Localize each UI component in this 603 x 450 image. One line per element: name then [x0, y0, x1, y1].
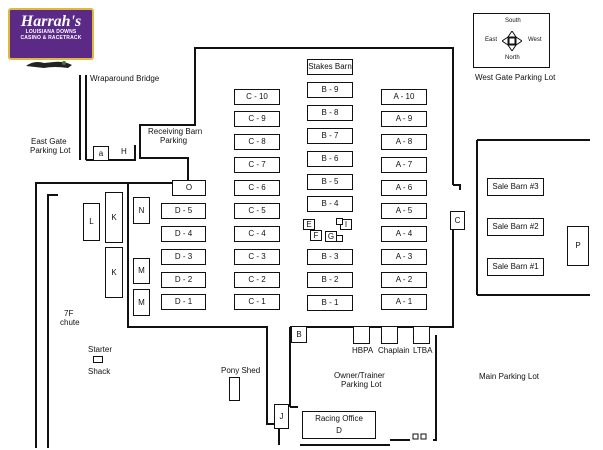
barn-a-1: A - 1	[381, 294, 427, 310]
barn-small-square-2	[336, 235, 343, 242]
west-gate-lot-label: West Gate Parking Lot	[475, 73, 556, 82]
barn-b-2: B - 2	[307, 272, 353, 288]
racing-office: Racing Office D	[302, 411, 376, 439]
barn-n: N	[133, 197, 150, 224]
main-parking-lot-label: Main Parking Lot	[479, 372, 540, 381]
barn-small-square-1	[336, 218, 343, 225]
barn-a-small: a	[93, 146, 109, 161]
barn-b-9: B - 9	[307, 82, 353, 98]
hbpa-building	[353, 326, 370, 344]
barn-b-5: B - 5	[307, 174, 353, 190]
barn-l: L	[83, 203, 100, 241]
barn-c-10: C - 10	[234, 89, 280, 105]
barn-c-8: C - 8	[234, 134, 280, 150]
barn-b-7: B - 7	[307, 128, 353, 144]
hbpa-label: HBPA	[352, 346, 374, 355]
racing-office-label: Racing Office	[315, 414, 363, 423]
east-gate-label-1: East Gate	[31, 137, 67, 146]
barn-b-6: B - 6	[307, 151, 353, 167]
chute-label-1: 7F	[64, 309, 74, 318]
barn-c-3: C - 3	[234, 249, 280, 265]
barn-a-8: A - 8	[381, 134, 427, 150]
barn-k-2: K	[105, 247, 123, 298]
barn-c-6: C - 6	[234, 180, 280, 196]
barn-p: P	[567, 226, 589, 266]
east-gate-label-2: Parking Lot	[30, 146, 71, 155]
gate-c: C	[450, 211, 465, 230]
barn-o: O	[172, 180, 206, 196]
compass-legend: South North East West	[473, 13, 550, 68]
receiving-barn-label-2: Parking	[160, 136, 188, 145]
barn-c-9: C - 9	[234, 111, 280, 127]
barn-d-3: D - 3	[161, 249, 206, 265]
ltba-building	[413, 326, 430, 344]
gate-j: J	[274, 404, 289, 429]
compass-west: West	[528, 37, 542, 43]
barn-b-3: B - 3	[307, 249, 353, 265]
barn-c-7: C - 7	[234, 157, 280, 173]
sale-barn-3: Sale Barn #3	[487, 178, 544, 196]
wraparound-bridge-label: Wraparound Bridge	[90, 74, 160, 83]
barn-a-3: A - 3	[381, 249, 427, 265]
compass-north: North	[505, 55, 520, 61]
barn-k-1: K	[105, 192, 123, 243]
horse-icon	[26, 61, 72, 68]
barn-b-8: B - 8	[307, 105, 353, 121]
ltba-label: LTBA	[413, 346, 433, 355]
chute-label-2: chute	[60, 318, 80, 327]
barn-b-1: B - 1	[307, 295, 353, 311]
barn-f: F	[310, 230, 322, 241]
owner-trainer-lot-label-2: Parking Lot	[341, 380, 382, 389]
sale-barn-2: Sale Barn #2	[487, 218, 544, 236]
compass-east: East	[485, 37, 498, 43]
starter-shack-label-2: Shack	[88, 367, 111, 376]
logo-subtitle: LOUISIANA DOWNS	[25, 29, 77, 35]
gate-b: B	[291, 326, 307, 343]
chaplain-label: Chaplain	[378, 346, 410, 355]
chaplain-building	[381, 326, 398, 344]
barn-c-2: C - 2	[234, 272, 280, 288]
logo-brand: Harrah's	[20, 13, 82, 30]
gate-icon	[412, 433, 427, 440]
barn-a-4: A - 4	[381, 226, 427, 242]
barn-m-2: M	[133, 289, 150, 316]
barn-a-7: A - 7	[381, 157, 427, 173]
barn-b-4: B - 4	[307, 196, 353, 212]
barn-d-5: D - 5	[161, 203, 206, 219]
barn-a-5: A - 5	[381, 203, 427, 219]
owner-trainer-lot-label-1: Owner/Trainer	[334, 371, 385, 380]
logo-tagline: CASINO & RACETRACK	[20, 34, 82, 41]
barn-e: E	[303, 219, 315, 230]
barn-c-4: C - 4	[234, 226, 280, 242]
barn-c-5: C - 5	[234, 203, 280, 219]
stakes-barn: Stakes Barn	[307, 59, 353, 75]
h-marker-label: H	[121, 147, 127, 156]
racing-office-code: D	[336, 426, 342, 435]
compass-rose-icon	[502, 31, 522, 51]
harrahs-logo: Harrah's LOUISIANA DOWNS CASINO & RACETR…	[8, 8, 94, 60]
barn-a-2: A - 2	[381, 272, 427, 288]
compass-south: South	[505, 18, 521, 24]
barn-d-1: D - 1	[161, 294, 206, 310]
barn-a-10: A - 10	[381, 89, 427, 105]
barn-a-6: A - 6	[381, 180, 427, 196]
pony-shed-label: Pony Shed	[221, 366, 261, 375]
sale-barn-1: Sale Barn #1	[487, 258, 544, 276]
barn-a-9: A - 9	[381, 111, 427, 127]
barn-c-1: C - 1	[234, 294, 280, 310]
pony-shed	[229, 377, 240, 401]
receiving-barn-label-1: Receiving Barn	[148, 127, 203, 136]
barn-m-1: M	[133, 258, 150, 284]
starter-shack-label-1: Starter	[88, 345, 113, 354]
barn-d-4: D - 4	[161, 226, 206, 242]
starter-shack	[93, 356, 103, 363]
barn-d-2: D - 2	[161, 272, 206, 288]
